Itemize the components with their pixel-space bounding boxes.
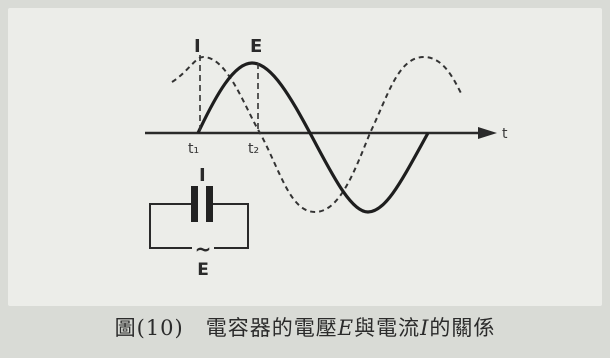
caption-current-symbol: I <box>420 316 430 340</box>
time-axis-label: t <box>502 126 508 142</box>
capacitor-current-label: I <box>199 165 206 186</box>
ac-source-symbol: ~ <box>195 237 212 261</box>
caption-voltage-symbol: E <box>337 316 355 340</box>
caption-text-voltage: 電容器的電壓 <box>205 316 338 340</box>
circuit-wire-left <box>149 203 192 249</box>
figure-caption: 圖(10) 電容器的電壓E與電流I的關係 <box>0 312 610 342</box>
caption-text-relation: 的關係 <box>429 316 496 340</box>
t1-label: t₁ <box>188 141 199 157</box>
current-waveform <box>171 55 463 214</box>
ac-source-label: E <box>197 260 209 280</box>
figure-panel <box>8 8 602 306</box>
voltage-waveform <box>196 61 430 214</box>
capacitor-plate-right <box>206 186 213 222</box>
voltage-peak-label: E <box>250 36 262 57</box>
figure-number: 圖(10) <box>114 316 184 340</box>
t2-label: t₂ <box>248 141 259 157</box>
time-axis-arrowhead <box>478 127 497 139</box>
circuit-wire-right <box>213 203 249 249</box>
capacitor-plate-left <box>191 186 198 222</box>
caption-text-and-current: 與電流 <box>354 316 421 340</box>
waveform-diagram: t I E t₁ t₂ I ~ E <box>145 36 508 280</box>
current-peak-label: I <box>194 36 201 57</box>
